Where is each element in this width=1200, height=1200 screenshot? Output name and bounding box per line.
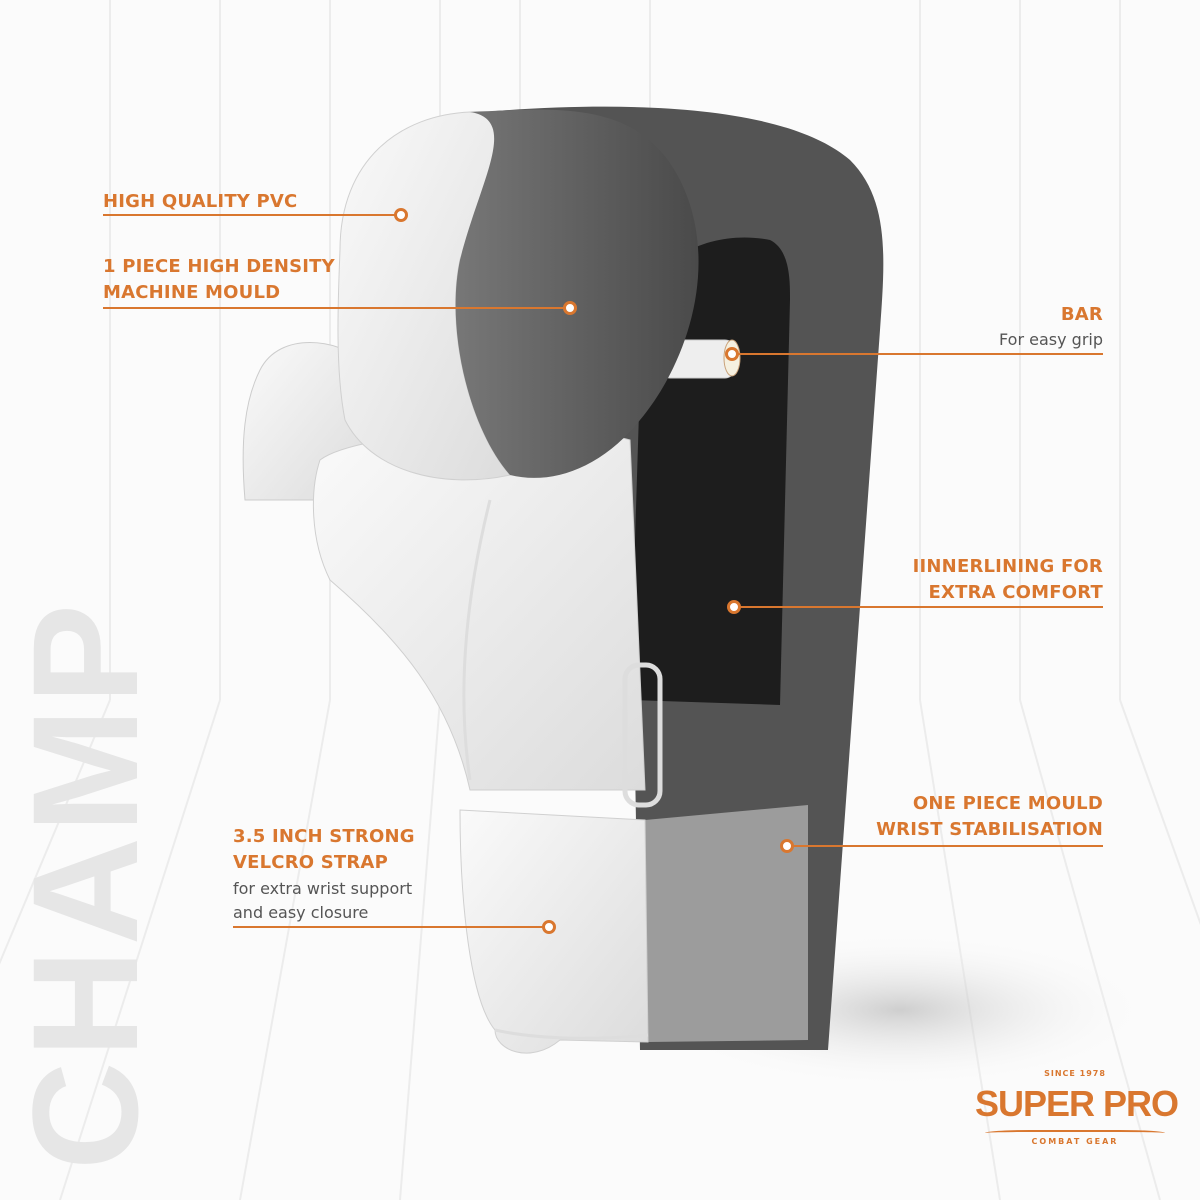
callout-lining-dot (727, 600, 741, 614)
logo-arc (985, 1130, 1165, 1136)
callout-bar-line (738, 353, 1103, 355)
callout-pvc-line (103, 214, 398, 216)
palm-body (312, 429, 646, 791)
logo-tagline: COMBAT GEAR (1031, 1137, 1119, 1146)
callout-pvc-title: HIGH QUALITY PVC (103, 191, 298, 212)
callout-bar-subtitle: For easy grip (999, 330, 1103, 349)
callout-mould-title-1: 1 PIECE HIGH DENSITY (103, 256, 335, 277)
callout-wrist-title-2: WRIST STABILISATION (876, 819, 1103, 840)
callout-strap-dot (542, 920, 556, 934)
superpro-logo: SINCE 1978 SUPER PRO COMBAT GEAR (975, 1068, 1179, 1148)
wrist-mould (645, 805, 808, 1042)
callout-mould-dot (563, 301, 577, 315)
callout-strap-sub-2: and easy closure (233, 903, 369, 922)
callout-mould-title-2: MACHINE MOULD (103, 282, 281, 303)
callout-bar-title: BAR (1060, 304, 1103, 325)
callout-strap-sub-1: for extra wrist support (233, 879, 413, 898)
callout-lining-line (738, 606, 1103, 608)
callout-strap-title-2: VELCRO STRAP (233, 852, 388, 873)
callout-strap-title-1: 3.5 INCH STRONG (233, 826, 415, 847)
logo-since: SINCE 1978 (1044, 1069, 1106, 1078)
foam-top-cut (455, 109, 699, 478)
callout-strap-line (233, 926, 545, 928)
callout-mould-line (103, 307, 566, 309)
callout-wrist-line (792, 845, 1103, 847)
logo-brand: SUPER PRO (975, 1083, 1179, 1124)
callout-wrist-dot (780, 839, 794, 853)
callout-lining-title-1: IINNERLINING FOR (912, 556, 1103, 577)
callout-wrist-title-1: ONE PIECE MOULD (912, 793, 1103, 814)
callout-pvc-dot (394, 208, 408, 222)
callout-bar-dot (725, 347, 739, 361)
callout-lining-title-2: EXTRA COMFORT (928, 582, 1103, 603)
